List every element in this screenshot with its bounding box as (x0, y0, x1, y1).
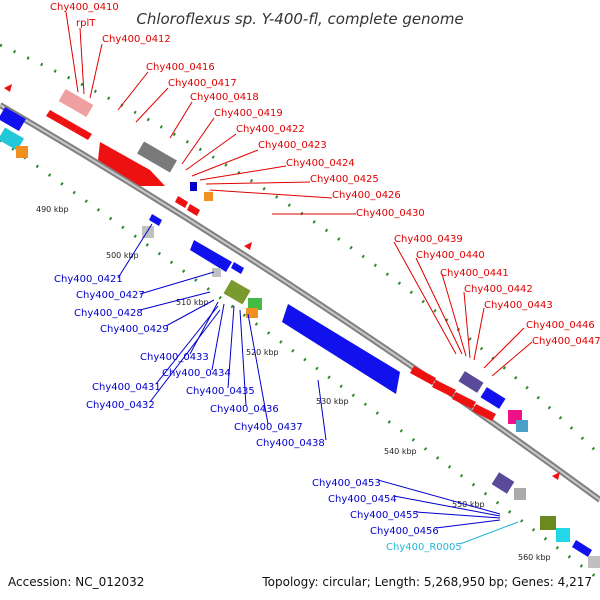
tick-label: 530 kbp (316, 397, 349, 406)
gene-label[interactable]: Chy400_0426 (332, 190, 401, 201)
gene-feature[interactable] (432, 380, 456, 397)
gene-feature[interactable] (0, 106, 26, 132)
gene-label[interactable]: Chy400_0446 (526, 320, 595, 331)
gene-feature[interactable] (556, 528, 570, 542)
gene-feature[interactable] (540, 516, 556, 530)
rna-gene-label[interactable]: Chy400_R0005 (386, 542, 462, 553)
gene-label[interactable]: Chy400_0422 (236, 124, 305, 135)
tick-label: 540 kbp (384, 447, 417, 456)
gene-label[interactable]: Chy400_0443 (484, 300, 553, 311)
gene-feature[interactable] (248, 298, 262, 310)
genome-summary-text: Topology: circular; Length: 5,268,950 bp… (261, 575, 592, 589)
gene-feature[interactable] (246, 308, 258, 318)
gene-label[interactable]: Chy400_0435 (186, 386, 255, 397)
reverse-gene-label-text: Chy400_0421 Chy400_0427 Chy400_0428 Chy4… (54, 274, 439, 537)
gene-label[interactable]: Chy400_0417 (168, 78, 237, 89)
gene-feature[interactable] (588, 556, 600, 568)
gene-label[interactable]: Chy400_0431 (92, 382, 161, 393)
gene-feature[interactable] (204, 192, 213, 201)
gene-feature[interactable] (231, 262, 244, 274)
gene-label[interactable]: Chy400_0442 (464, 284, 533, 295)
outer-dot-track (0, 43, 600, 457)
reverse-strand-genes (0, 106, 600, 568)
gene-label[interactable]: Chy400_0434 (162, 368, 231, 379)
gene-feature[interactable] (74, 126, 92, 140)
gene-feature[interactable] (0, 127, 25, 151)
accession-text: Accession: NC_012032 (8, 575, 144, 589)
gene-label[interactable]: Chy400_0455 (350, 510, 419, 521)
gene-label[interactable]: Chy400_0418 (190, 92, 259, 103)
gene-label[interactable]: Chy400_0425 (310, 174, 379, 185)
gene-label[interactable]: Chy400_0410 (50, 2, 119, 13)
tick-label: 500 kbp (106, 251, 139, 260)
tick-label: 490 kbp (36, 205, 69, 214)
rna-label-leader (459, 521, 519, 545)
inner-dot-track (0, 138, 600, 582)
gene-label[interactable]: Chy400_0428 (74, 308, 143, 319)
gene-label[interactable]: Chy400_0432 (86, 400, 155, 411)
gene-label[interactable]: Chy400_0456 (370, 526, 439, 537)
gene-label[interactable]: Chy400_0454 (328, 494, 397, 505)
gene-label[interactable]: Chy400_0416 (146, 62, 215, 73)
forward-gene-label-text: Chy400_0410 rplT Chy400_0412 Chy400_0416… (50, 2, 600, 347)
gene-feature[interactable] (187, 204, 200, 216)
gene-label[interactable]: Chy400_0429 (100, 324, 169, 335)
gene-label[interactable]: Chy400_0424 (286, 158, 355, 169)
gene-label[interactable]: Chy400_0447 (532, 336, 600, 347)
tick-labels: 490 kbp 500 kbp 510 kbp 520 kbp 530 kbp … (36, 205, 551, 562)
gene-feature[interactable] (137, 141, 177, 173)
gene-label[interactable]: Chy400_0436 (210, 404, 279, 415)
gene-feature[interactable] (98, 142, 165, 186)
gene-label[interactable]: Chy400_0427 (76, 290, 145, 301)
gene-feature[interactable] (452, 392, 476, 409)
gene-label[interactable]: Chy400_0441 (440, 268, 509, 279)
gene-label[interactable]: Chy400_0453 (312, 478, 381, 489)
tick-label: 510 kbp (176, 298, 209, 307)
gene-feature[interactable] (472, 404, 496, 421)
gene-label[interactable]: Chy400_0439 (394, 234, 463, 245)
forward-arrow[interactable] (244, 242, 252, 250)
gene-feature[interactable] (491, 472, 515, 494)
gene-feature[interactable] (458, 371, 484, 393)
gene-label[interactable]: Chy400_0419 (214, 108, 283, 119)
map-title: Chloroflexus sp. Y-400-fl, complete geno… (136, 10, 463, 28)
gene-label[interactable]: Chy400_0438 (256, 438, 325, 449)
forward-gene-labels (65, 11, 533, 377)
gene-feature[interactable] (190, 182, 197, 191)
gene-label[interactable]: Chy400_0437 (234, 422, 303, 433)
gene-feature[interactable] (212, 268, 221, 277)
forward-strand-genes (4, 84, 560, 480)
gene-feature[interactable] (514, 488, 526, 500)
tick-label: 550 kbp (452, 500, 485, 509)
tick-label: 520 kbp (246, 348, 279, 357)
gene-feature[interactable] (223, 279, 251, 305)
tick-label: 560 kbp (518, 553, 551, 562)
gene-label[interactable]: Chy400_0423 (258, 140, 327, 151)
gene-feature[interactable] (60, 118, 78, 132)
gene-feature[interactable] (190, 240, 232, 272)
gene-label[interactable]: Chy400_0412 (102, 34, 171, 45)
forward-arrow[interactable] (552, 472, 560, 480)
reverse-gene-labels (117, 223, 501, 529)
gene-feature[interactable] (16, 146, 28, 158)
gene-feature[interactable] (282, 304, 400, 394)
gene-label[interactable]: Chy400_0433 (140, 352, 209, 363)
gene-label[interactable]: rplT (76, 18, 96, 29)
gene-feature[interactable] (480, 387, 506, 409)
gene-feature[interactable] (58, 88, 94, 118)
gene-label[interactable]: Chy400_0440 (416, 250, 485, 261)
gene-label[interactable]: Chy400_0430 (356, 208, 425, 219)
gene-feature[interactable] (46, 110, 64, 124)
gene-label[interactable]: Chy400_0421 (54, 274, 123, 285)
gene-feature[interactable] (149, 214, 162, 226)
gene-feature[interactable] (572, 540, 592, 557)
gene-feature[interactable] (516, 420, 528, 432)
gene-feature[interactable] (410, 366, 436, 385)
gene-feature[interactable] (175, 196, 188, 208)
forward-arrow[interactable] (4, 84, 12, 92)
